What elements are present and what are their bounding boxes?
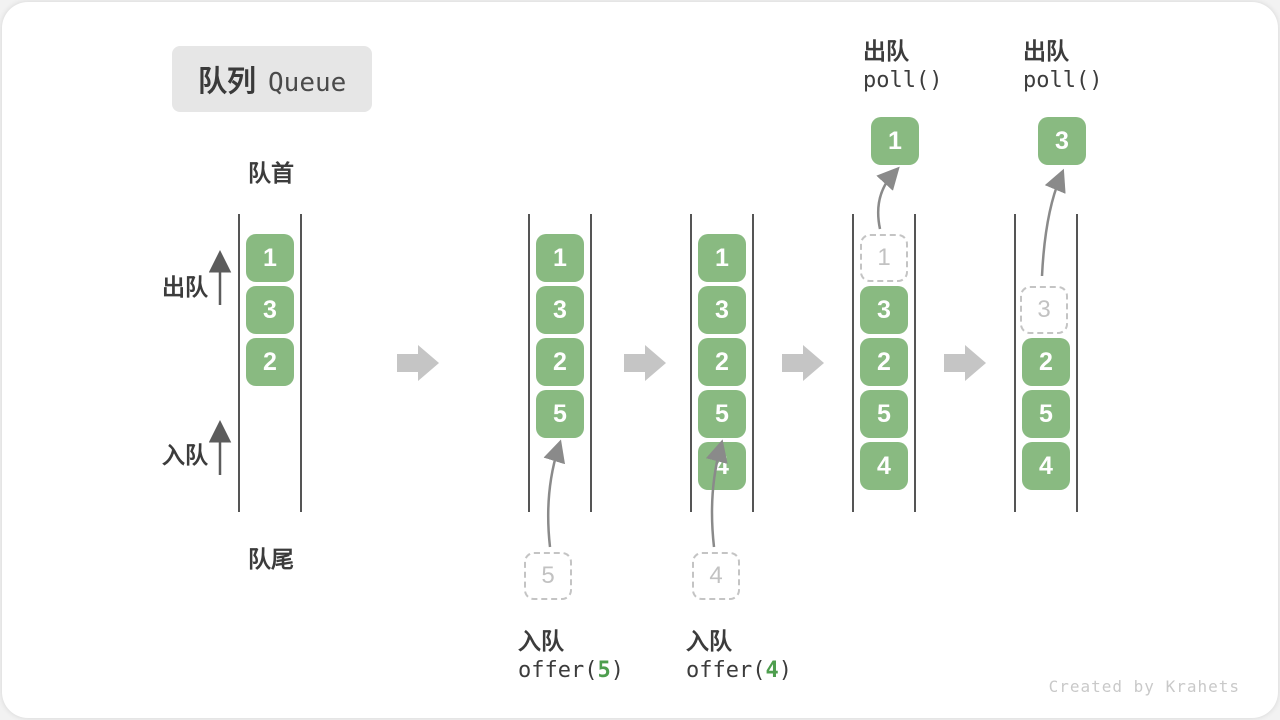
dequeue-op-code: poll() (863, 68, 943, 93)
queue-block: 3 (536, 286, 584, 334)
queue-block: 5 (860, 390, 908, 438)
queue-block: 5 (1022, 390, 1070, 438)
code-text: offer( (518, 658, 598, 683)
enqueue-op-label: 入队 (686, 628, 732, 654)
queue-container-1 (238, 214, 302, 512)
queue-block: 2 (698, 338, 746, 386)
watermark: Created by Krahets (1048, 677, 1240, 696)
dequeue-op-label: 出队 (1023, 38, 1069, 64)
queue-front-label: 队首 (248, 160, 294, 186)
queue-container-4 (852, 214, 916, 512)
queue-container-2 (528, 214, 592, 512)
dequeue-side-label: 出队 (162, 274, 208, 300)
dequeued-element: 3 (1038, 117, 1086, 165)
transition-arrow-2 (624, 345, 666, 381)
title-en: Queue (268, 68, 347, 98)
dequeue-op-code: poll() (1023, 68, 1103, 93)
queue-block: 3 (246, 286, 294, 334)
queue-block: 5 (536, 390, 584, 438)
enqueue-side-label: 入队 (162, 442, 208, 468)
transition-arrow-3 (782, 345, 824, 381)
code-arg: 4 (765, 658, 779, 683)
code-arg: 5 (597, 658, 611, 683)
queue-block: 4 (860, 442, 908, 490)
title-zh: 队列 (198, 66, 257, 98)
queue-block: 2 (536, 338, 584, 386)
title-box: 队列 Queue (172, 46, 373, 112)
queue-container-3 (690, 214, 754, 512)
queue-block: 5 (698, 390, 746, 438)
transition-arrow-4 (944, 345, 986, 381)
queue-block: 2 (246, 338, 294, 386)
queue-block: 3 (860, 286, 908, 334)
code-text: ) (610, 658, 624, 683)
queue-block: 2 (860, 338, 908, 386)
dequeued-element: 1 (871, 117, 919, 165)
removed-slot: 1 (860, 234, 908, 282)
pending-element: 5 (524, 552, 572, 600)
pending-element: 4 (692, 552, 740, 600)
dequeue-op-label: 出队 (863, 38, 909, 64)
code-text: offer( (686, 658, 766, 683)
queue-block: 1 (246, 234, 294, 282)
queue-rear-label: 队尾 (248, 546, 294, 572)
queue-block: 4 (1022, 442, 1070, 490)
queue-block: 2 (1022, 338, 1070, 386)
enqueue-op-code: offer(5) (518, 658, 624, 683)
removed-slot: 3 (1020, 286, 1068, 334)
queue-block: 3 (698, 286, 746, 334)
queue-block: 1 (536, 234, 584, 282)
queue-container-5 (1014, 214, 1078, 512)
transition-arrow-1 (397, 345, 439, 381)
code-text: ) (778, 658, 792, 683)
enqueue-op-code: offer(4) (686, 658, 792, 683)
queue-block: 1 (698, 234, 746, 282)
queue-block: 4 (698, 442, 746, 490)
enqueue-op-label: 入队 (518, 628, 564, 654)
